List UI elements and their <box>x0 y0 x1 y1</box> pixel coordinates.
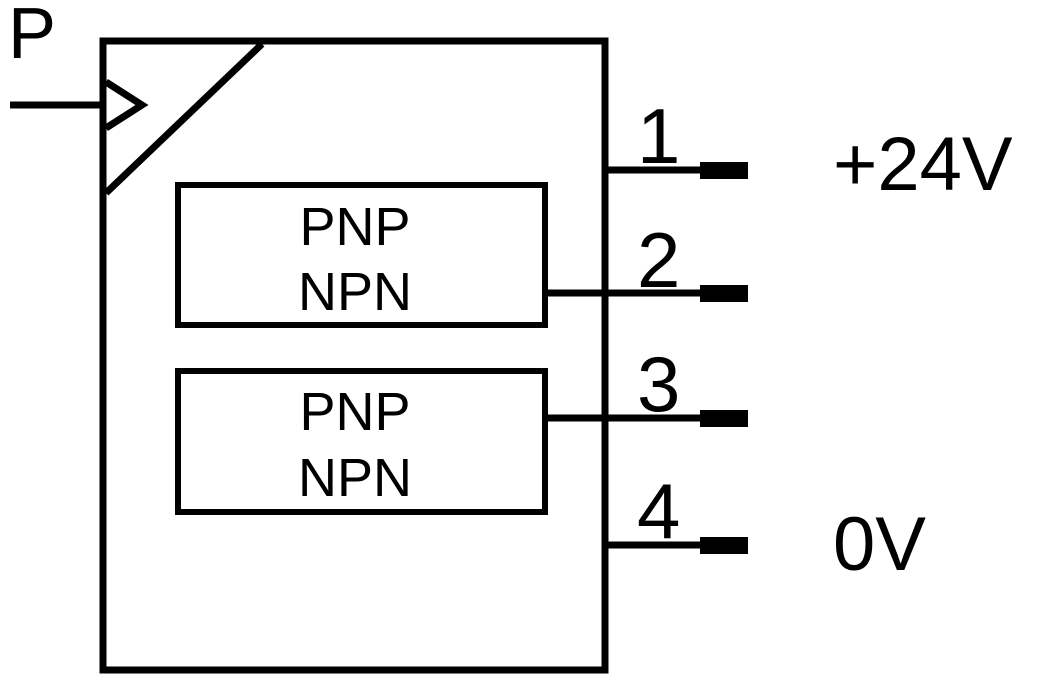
output-stage-1-line-1: PNP <box>299 197 410 257</box>
pin-1-terminal-block <box>700 162 748 179</box>
input-pressure-label: P <box>8 0 56 74</box>
output-stage-2-line-2: NPN <box>298 448 412 508</box>
input-arrow-icon <box>104 79 149 131</box>
beam-path-diagonal-icon <box>103 41 265 196</box>
supply-positive-label: +24V <box>833 122 1013 207</box>
sensor-housing-outline <box>99 37 609 674</box>
output-stage-box-1 <box>175 182 548 328</box>
pin-1-number-label: 1 <box>637 92 680 180</box>
pin-4-number-label: 4 <box>637 467 680 555</box>
supply-ground-label: 0V <box>833 502 926 587</box>
pin-3-number-label: 3 <box>637 340 680 428</box>
output-stage-box-2 <box>175 368 548 515</box>
pin-3-terminal-block <box>700 410 748 427</box>
pin-2-number-label: 2 <box>637 216 680 304</box>
pin-4-terminal-block <box>700 537 748 554</box>
pin-2-terminal-block <box>700 285 748 302</box>
output-stage-2-line-1: PNP <box>299 382 410 442</box>
output-stage-1-line-2: NPN <box>298 262 412 322</box>
